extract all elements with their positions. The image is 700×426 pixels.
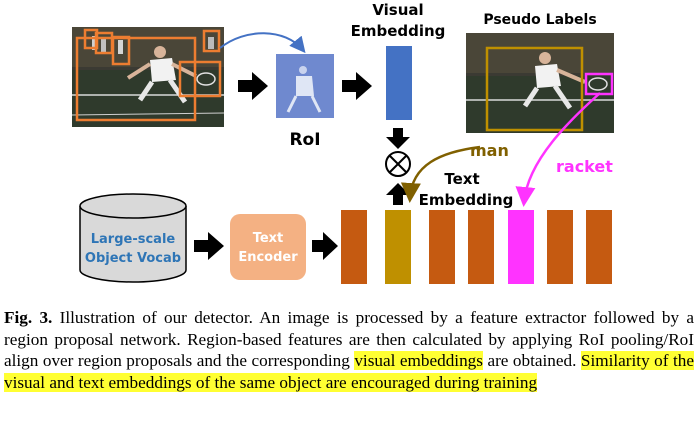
object-vocab-database	[79, 193, 187, 283]
man-label: man	[470, 141, 509, 160]
text-embedding-bar	[468, 210, 494, 284]
caption-text: are obtained.	[482, 351, 581, 370]
encoder-label-line1: Text	[253, 231, 284, 246]
figure-caption: Fig. 3. Illustration of our detector. An…	[4, 307, 694, 393]
text-encoder-box	[230, 214, 306, 280]
roi-crop	[276, 54, 334, 118]
racket-connector-arrow	[515, 92, 601, 207]
text-embedding-bar	[429, 210, 455, 284]
region-proposal-boxes	[75, 28, 222, 122]
text-embedding-label-line2: Embedding	[419, 191, 514, 209]
caption-text: Illustration of our detector. An image i…	[4, 308, 694, 370]
encoder-label-line2: Encoder	[238, 250, 298, 265]
visual-embedding-label-line1: Visual	[372, 1, 423, 19]
arrow-up-to-product	[386, 183, 410, 205]
vocab-label-line2: Object Vocab	[85, 251, 181, 266]
man-box	[485, 46, 584, 132]
text-embedding-bars	[341, 210, 612, 284]
input-image	[71, 27, 225, 127]
arrow-image-to-roi	[238, 72, 268, 100]
text-embedding-bar-racket	[508, 210, 534, 284]
figure-number: Fig. 3.	[4, 308, 53, 327]
caption-highlight: visual embeddings	[354, 351, 483, 370]
arrow-encoder-to-embeddings	[312, 232, 338, 260]
detector-diagram: RoI Visual Embedding Pseudo Labels man r…	[71, 1, 614, 284]
similarity-product-icon	[385, 151, 411, 177]
pseudo-labels-title: Pseudo Labels	[483, 12, 596, 28]
roi-connector-arrow	[219, 32, 306, 54]
text-embedding-bar	[547, 210, 573, 284]
visual-embedding-bar	[386, 46, 412, 120]
man-connector-arrow	[400, 145, 481, 203]
vocab-label-line1: Large-scale	[91, 232, 176, 247]
text-embedding-bar	[586, 210, 612, 284]
racket-label: racket	[556, 157, 613, 176]
pseudo-labels-image	[466, 33, 614, 133]
arrow-vocab-to-encoder	[194, 232, 224, 260]
visual-embedding-label-line2: Embedding	[351, 22, 446, 40]
text-embedding-label-line1: Text	[444, 170, 479, 188]
roi-label: RoI	[289, 130, 320, 150]
text-embedding-bar-man	[385, 210, 411, 284]
text-embedding-bar	[341, 210, 367, 284]
arrow-roi-to-visual	[342, 72, 372, 100]
arrow-down-to-product	[386, 128, 410, 149]
